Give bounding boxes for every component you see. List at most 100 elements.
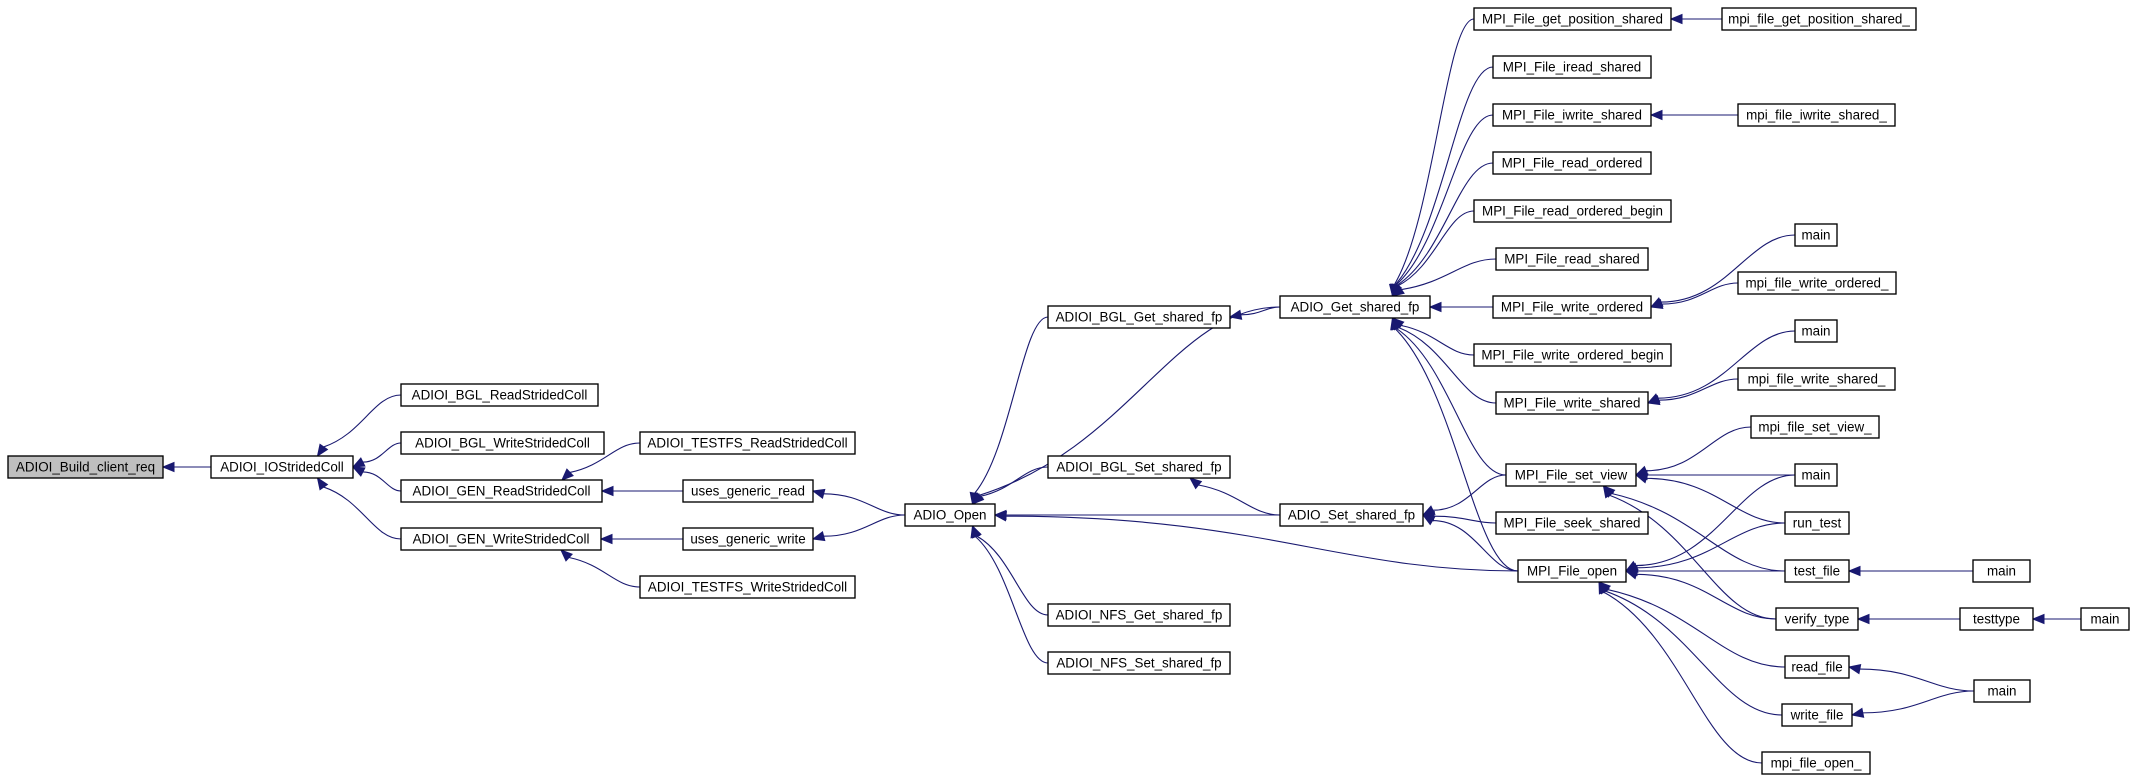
- node-main-5[interactable]: main: [2080, 607, 2130, 631]
- edge-line: [974, 316, 1049, 494]
- edge-line: [1658, 378, 1739, 401]
- node-mpi-file-write-ordered[interactable]: MPI_File_write_ordered: [1492, 295, 1652, 319]
- node-mpi-file-iwrite-shared[interactable]: MPI_File_iwrite_shared: [1492, 103, 1652, 127]
- edge-mpi-file-read-ordered-to-adio-get-shared-fp: [1391, 162, 1494, 298]
- arrowhead: [161, 461, 175, 473]
- arrowhead: [1649, 109, 1663, 121]
- node-nfs-set-shared-fp[interactable]: ADIOI_NFS_Set_shared_fp: [1047, 651, 1231, 675]
- edge-main-4-to-test-file: [1847, 565, 1974, 577]
- node-mpi-file-iread-shared[interactable]: MPI_File_iread_shared: [1492, 55, 1652, 79]
- node-label: MPI_File_open: [1527, 564, 1617, 579]
- node-mpi-file-open[interactable]: MPI_File_open: [1517, 559, 1627, 583]
- node-f-write-ordered[interactable]: mpi_file_write_ordered_: [1737, 271, 1897, 295]
- node-write-file[interactable]: write_file: [1781, 703, 1853, 727]
- edge-main-3-to-mpi-file-set-view: [1634, 469, 1796, 481]
- node-label: ADIOI_BGL_Get_shared_fp: [1056, 310, 1223, 325]
- edge-line: [823, 514, 906, 537]
- node-f-set-view[interactable]: mpi_file_set_view_: [1750, 415, 1880, 439]
- arrowhead: [1228, 309, 1243, 320]
- edge-line: [1240, 306, 1281, 316]
- node-build-client-req[interactable]: ADIOI_Build_client_req: [7, 455, 164, 479]
- edge-mpi-file-set-view-to-adio-set-shared-fp: [1421, 474, 1507, 516]
- edge-mpi-file-read-shared-to-adio-get-shared-fp: [1391, 258, 1497, 297]
- node-mpi-file-read-shared[interactable]: MPI_File_read_shared: [1495, 247, 1649, 271]
- node-label: MPI_File_read_shared: [1504, 252, 1639, 267]
- node-f-write-shared[interactable]: mpi_file_write_shared_: [1737, 367, 1896, 391]
- node-box: [1047, 603, 1231, 627]
- arrowhead: [1850, 707, 1865, 718]
- node-label: main: [1987, 564, 2016, 579]
- node-testfs-readstridedcoll[interactable]: ADIOI_TESTFS_ReadStridedColl: [639, 431, 856, 455]
- node-bgl-writestridedcoll[interactable]: ADIOI_BGL_WriteStridedColl: [400, 431, 605, 455]
- node-box: [1492, 103, 1652, 127]
- node-bgl-set-shared-fp[interactable]: ADIOI_BGL_Set_shared_fp: [1047, 455, 1231, 479]
- node-box: [1473, 343, 1672, 367]
- node-main-2[interactable]: main: [1794, 319, 1838, 343]
- arrowhead: [1624, 569, 1639, 580]
- node-uses-generic-read[interactable]: uses_generic_read: [682, 479, 814, 503]
- node-f-open[interactable]: mpi_file_open_: [1761, 751, 1871, 775]
- node-mpi-file-write-ordered-begin[interactable]: MPI_File_write_ordered_begin: [1473, 343, 1672, 367]
- arrowhead: [971, 492, 985, 505]
- node-adio-set-shared-fp[interactable]: ADIO_Set_shared_fp: [1279, 503, 1424, 527]
- arrowhead: [1847, 565, 1861, 577]
- node-main-4[interactable]: main: [1972, 559, 2031, 583]
- node-label: ADIO_Set_shared_fp: [1288, 508, 1415, 523]
- node-main-1[interactable]: main: [1794, 223, 1838, 247]
- node-main-3[interactable]: main: [1794, 463, 1838, 487]
- edge-line: [1646, 477, 1786, 524]
- arrowhead: [1847, 664, 1862, 675]
- edge-gen-readstridedcoll-to-iostridedcoll: [351, 466, 402, 492]
- node-adio-open[interactable]: ADIO_Open: [904, 503, 996, 527]
- node-testfs-writestridedcoll[interactable]: ADIOI_TESTFS_WriteStridedColl: [639, 575, 856, 599]
- node-testtype[interactable]: testtype: [1959, 607, 2034, 631]
- edge-line: [1661, 282, 1739, 305]
- node-label: ADIOI_IOStridedColl: [220, 460, 344, 475]
- node-verify-type[interactable]: verify_type: [1775, 607, 1859, 631]
- node-mpi-file-set-view[interactable]: MPI_File_set_view: [1505, 463, 1637, 487]
- node-main-6[interactable]: main: [1973, 679, 2031, 703]
- node-bgl-get-shared-fp[interactable]: ADIOI_BGL_Get_shared_fp: [1047, 305, 1231, 329]
- node-box: [1279, 503, 1424, 527]
- node-label: main: [1987, 684, 2016, 699]
- edge-line: [362, 471, 402, 492]
- node-gen-readstridedcoll[interactable]: ADIOI_GEN_ReadStridedColl: [400, 479, 603, 503]
- node-test-file[interactable]: test_file: [1784, 559, 1850, 583]
- node-f-get-position-shared[interactable]: mpi_file_get_position_shared_: [1721, 7, 1917, 31]
- node-iostridedcoll[interactable]: ADIOI_IOStridedColl: [210, 455, 354, 479]
- node-uses-generic-write[interactable]: uses_generic_write: [682, 527, 814, 551]
- node-label: test_file: [1794, 564, 1840, 579]
- node-box: [210, 455, 354, 479]
- edge-verify-type-to-mpi-file-open: [1624, 569, 1777, 620]
- node-box: [7, 455, 164, 479]
- node-label: mpi_file_iwrite_shared_: [1746, 108, 1887, 123]
- node-f-iwrite-shared[interactable]: mpi_file_iwrite_shared_: [1737, 103, 1896, 127]
- node-box: [1775, 607, 1859, 631]
- node-box: [1784, 559, 1850, 583]
- node-bgl-readstridedcoll[interactable]: ADIOI_BGL_ReadStridedColl: [400, 383, 599, 407]
- node-label: ADIOI_TESTFS_WriteStridedColl: [648, 580, 847, 595]
- node-mpi-file-read-ordered[interactable]: MPI_File_read_ordered: [1492, 151, 1652, 175]
- node-mpi-file-write-shared[interactable]: MPI_File_write_shared: [1495, 391, 1649, 415]
- node-mpi-file-read-ordered-begin[interactable]: MPI_File_read_ordered_begin: [1473, 199, 1672, 223]
- node-mpi-file-seek-shared[interactable]: MPI_File_seek_shared: [1495, 511, 1649, 535]
- node-mpi-file-get-position-shared[interactable]: MPI_File_get_position_shared: [1473, 7, 1672, 31]
- node-box: [904, 503, 996, 527]
- node-read-file[interactable]: read_file: [1784, 655, 1850, 679]
- node-label: ADIO_Get_shared_fp: [1291, 300, 1420, 315]
- node-label: MPI_File_seek_shared: [1504, 516, 1641, 531]
- node-run-test[interactable]: run_test: [1784, 511, 1850, 535]
- node-box: [1737, 271, 1897, 295]
- node-adio-get-shared-fp[interactable]: ADIO_Get_shared_fp: [1279, 295, 1431, 319]
- node-label: mpi_file_get_position_shared_: [1728, 12, 1910, 27]
- node-box: [1492, 295, 1652, 319]
- node-nfs-get-shared-fp[interactable]: ADIOI_NFS_Get_shared_fp: [1047, 603, 1231, 627]
- node-gen-writestridedcoll[interactable]: ADIOI_GEN_WriteStridedColl: [400, 527, 602, 551]
- node-label: main: [1801, 324, 1830, 339]
- edge-f-write-ordered-to-mpi-file-write-ordered: [1649, 282, 1739, 309]
- node-label: ADIOI_NFS_Set_shared_fp: [1056, 656, 1221, 671]
- node-label: ADIOI_BGL_Set_shared_fp: [1056, 460, 1221, 475]
- arrowhead: [1598, 580, 1609, 595]
- node-label: main: [2090, 612, 2119, 627]
- edge-bgl-writestridedcoll-to-iostridedcoll: [351, 442, 402, 468]
